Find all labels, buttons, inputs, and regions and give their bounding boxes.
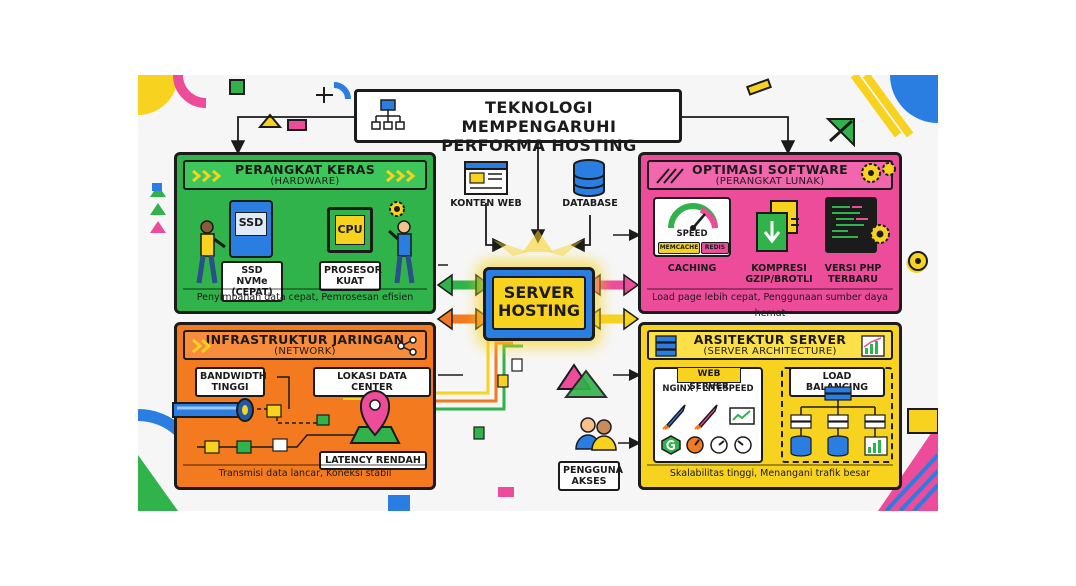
speed-label: SPEED <box>676 229 708 239</box>
monitor-chart-icon <box>729 407 755 425</box>
network-panel: INFRASTRUKTUR JARINGAN (NETWORK) BANDWID… <box>172 322 436 490</box>
webserver-sublabel: NGINX / LITESPEED <box>662 384 754 394</box>
rocket-icon <box>694 404 718 430</box>
caching-label: CACHING <box>667 263 717 274</box>
glow-burst <box>493 230 583 256</box>
users-icon <box>575 417 617 451</box>
chevrons-icon <box>192 169 222 183</box>
caching-card: SPEED MEMCACHE REDIS <box>653 197 731 257</box>
architecture-subtitle: (SERVER ARCHITECTURE) <box>703 346 837 357</box>
nginx-logo-icon <box>661 435 681 455</box>
server-hosting-line1: SERVER <box>503 283 575 302</box>
hardware-panel: PERANGKAT KERAS (HARDWARE) SSD SSD NVMe(… <box>174 152 436 314</box>
bar-chart-icon <box>861 335 885 357</box>
latency-label: LATENCY RENDAH <box>319 451 427 470</box>
location-pin-icon <box>349 390 401 444</box>
server-rack-icon <box>655 335 677 357</box>
load-balancer-diagram <box>790 386 888 457</box>
worker-person-icon <box>388 220 415 284</box>
code-terminal-icon <box>825 197 877 253</box>
server-hosting-monitor: SERVER HOSTING <box>483 267 595 341</box>
database-label: DATABASE <box>562 198 618 209</box>
rocket-icon <box>662 404 686 430</box>
software-header: OPTIMASI SOFTWARE (PERANGKAT LUNAK) <box>647 160 893 190</box>
network-header: INFRASTRUKTUR JARINGAN (NETWORK) <box>183 330 427 360</box>
chevrons-icon <box>386 169 416 183</box>
ssd-chip-label: SSD <box>235 212 267 236</box>
share-network-icon <box>397 336 417 356</box>
hardware-title: PERANGKAT KERAS <box>234 162 376 177</box>
speedometer-icon <box>668 203 718 231</box>
cpu-gear-icon <box>389 201 405 217</box>
software-subtitle: (PERANGKAT LUNAK) <box>715 176 825 187</box>
network-subtitle: (NETWORK) <box>274 346 336 357</box>
browser-window-icon <box>464 161 508 195</box>
memcache-tag: MEMCACHE <box>658 242 700 254</box>
worker-person-icon <box>196 220 226 284</box>
software-footer: Load page lebih cepat, Penggunaan sumber… <box>647 288 893 319</box>
cpu-chip-icon: CPU <box>327 207 373 253</box>
gears-icon <box>861 162 896 183</box>
double-chevron-icon <box>192 338 212 354</box>
sitemap-icon <box>371 99 405 130</box>
loadbalancing-card: LOAD BALANCING <box>781 367 893 463</box>
webserver-card: WEB SERVER NGINX / LITESPEED <box>653 367 763 463</box>
php-gear-icon <box>870 224 890 244</box>
hardware-header: PERANGKAT KERAS (HARDWARE) <box>183 160 427 190</box>
webserver-label: WEB SERVER <box>677 367 741 392</box>
architecture-header: ARSITEKTUR SERVER (SERVER ARCHITECTURE) <box>647 330 893 360</box>
content-web-label: KONTEN WEB <box>450 198 522 209</box>
software-panel: OPTIMASI SOFTWARE (PERANGKAT LUNAK) SPEE… <box>638 152 902 319</box>
hardware-footer: Penyimpanan data cepat, Pemrosesan efisi… <box>183 288 427 306</box>
compressed-file-icon <box>756 200 799 252</box>
network-footer: Transmisi data lancar, Koneksi stabil <box>183 464 427 482</box>
redis-tag: REDIS <box>701 242 729 254</box>
architecture-footer: Skalabilitas tinggi, Menangani trafik be… <box>647 464 893 482</box>
hardware-subtitle: (HARDWARE) <box>270 176 340 187</box>
database-icon <box>573 159 605 197</box>
ssd-drive-icon: SSD <box>229 200 273 258</box>
software-title: OPTIMASI SOFTWARE <box>692 162 848 177</box>
gauge-icon <box>710 436 728 454</box>
network-title: INFRASTRUKTUR JARINGAN <box>205 332 405 347</box>
speed-dial-icon <box>686 436 704 454</box>
cpu-chip-label: CPU <box>335 215 365 245</box>
stripes-icon <box>656 168 684 184</box>
code-lines-icon <box>832 206 868 238</box>
data-flow-lines <box>197 376 378 454</box>
architecture-title: ARSITEKTUR SERVER <box>693 332 847 347</box>
gauge-icon <box>734 436 752 454</box>
fiber-cable-icon <box>172 398 254 422</box>
server-hosting-line2: HOSTING <box>498 301 580 320</box>
architecture-panel: ARSITEKTUR SERVER (SERVER ARCHITECTURE) … <box>638 322 902 490</box>
ssd-label: SSD NVMe(CEPAT) <box>221 261 283 302</box>
server-hosting-screen: SERVER HOSTING <box>492 276 586 330</box>
